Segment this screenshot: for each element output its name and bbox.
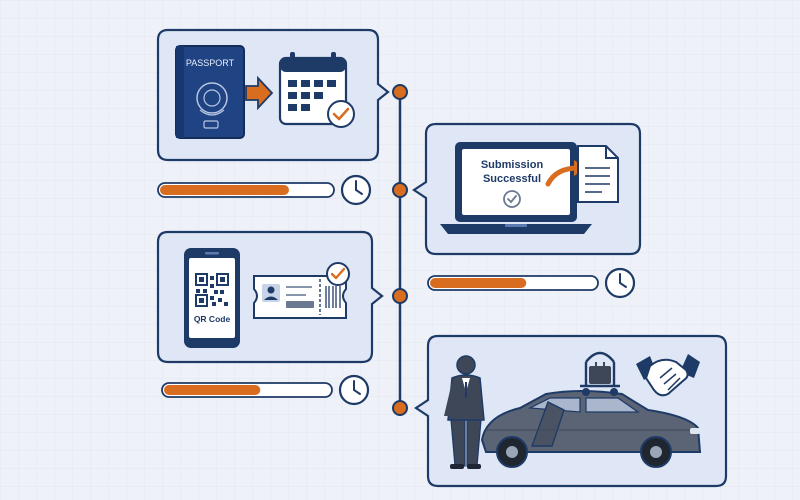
progress-fill-2 xyxy=(430,278,527,288)
progress-fill-3 xyxy=(164,385,261,395)
timeline-node-3 xyxy=(392,288,408,304)
check-badge-icon xyxy=(326,262,350,286)
passport-label: PASSPORT xyxy=(186,58,235,68)
laptop-icon xyxy=(440,142,592,234)
calendar-check-icon xyxy=(278,52,355,128)
step-2-panel: Submission Successful xyxy=(412,122,642,256)
car-icon xyxy=(480,390,702,468)
screen-text-line1: Submission xyxy=(481,159,544,171)
qr-code-icon xyxy=(195,273,229,307)
step-4-panel xyxy=(414,334,728,488)
timeline-node-4 xyxy=(392,400,408,416)
ticket-icon xyxy=(253,275,347,319)
chauffeur-icon xyxy=(444,355,485,469)
document-icon xyxy=(577,145,619,203)
timeline-node-2 xyxy=(392,182,408,198)
luggage-cart-icon xyxy=(580,351,620,396)
check-circle-icon xyxy=(503,190,521,208)
clock-icon-1 xyxy=(340,174,372,206)
clock-icon-2 xyxy=(604,267,636,299)
screen-text-line2: Successful xyxy=(483,173,541,185)
passport-icon: PASSPORT xyxy=(175,45,245,139)
step-1-progress xyxy=(157,174,372,206)
timeline xyxy=(392,84,408,416)
qr-code-label: QR Code xyxy=(194,314,231,324)
arrow-right-icon xyxy=(245,75,274,111)
step-3-panel: QR Code xyxy=(156,230,384,364)
step-2-progress xyxy=(427,267,636,299)
clock-icon-3 xyxy=(338,374,370,406)
step-3-progress xyxy=(161,374,370,406)
step-1-panel: PASSPORT xyxy=(156,28,390,162)
timeline-node-1 xyxy=(392,84,408,100)
progress-fill-1 xyxy=(160,185,289,195)
handshake-icon xyxy=(636,354,700,397)
